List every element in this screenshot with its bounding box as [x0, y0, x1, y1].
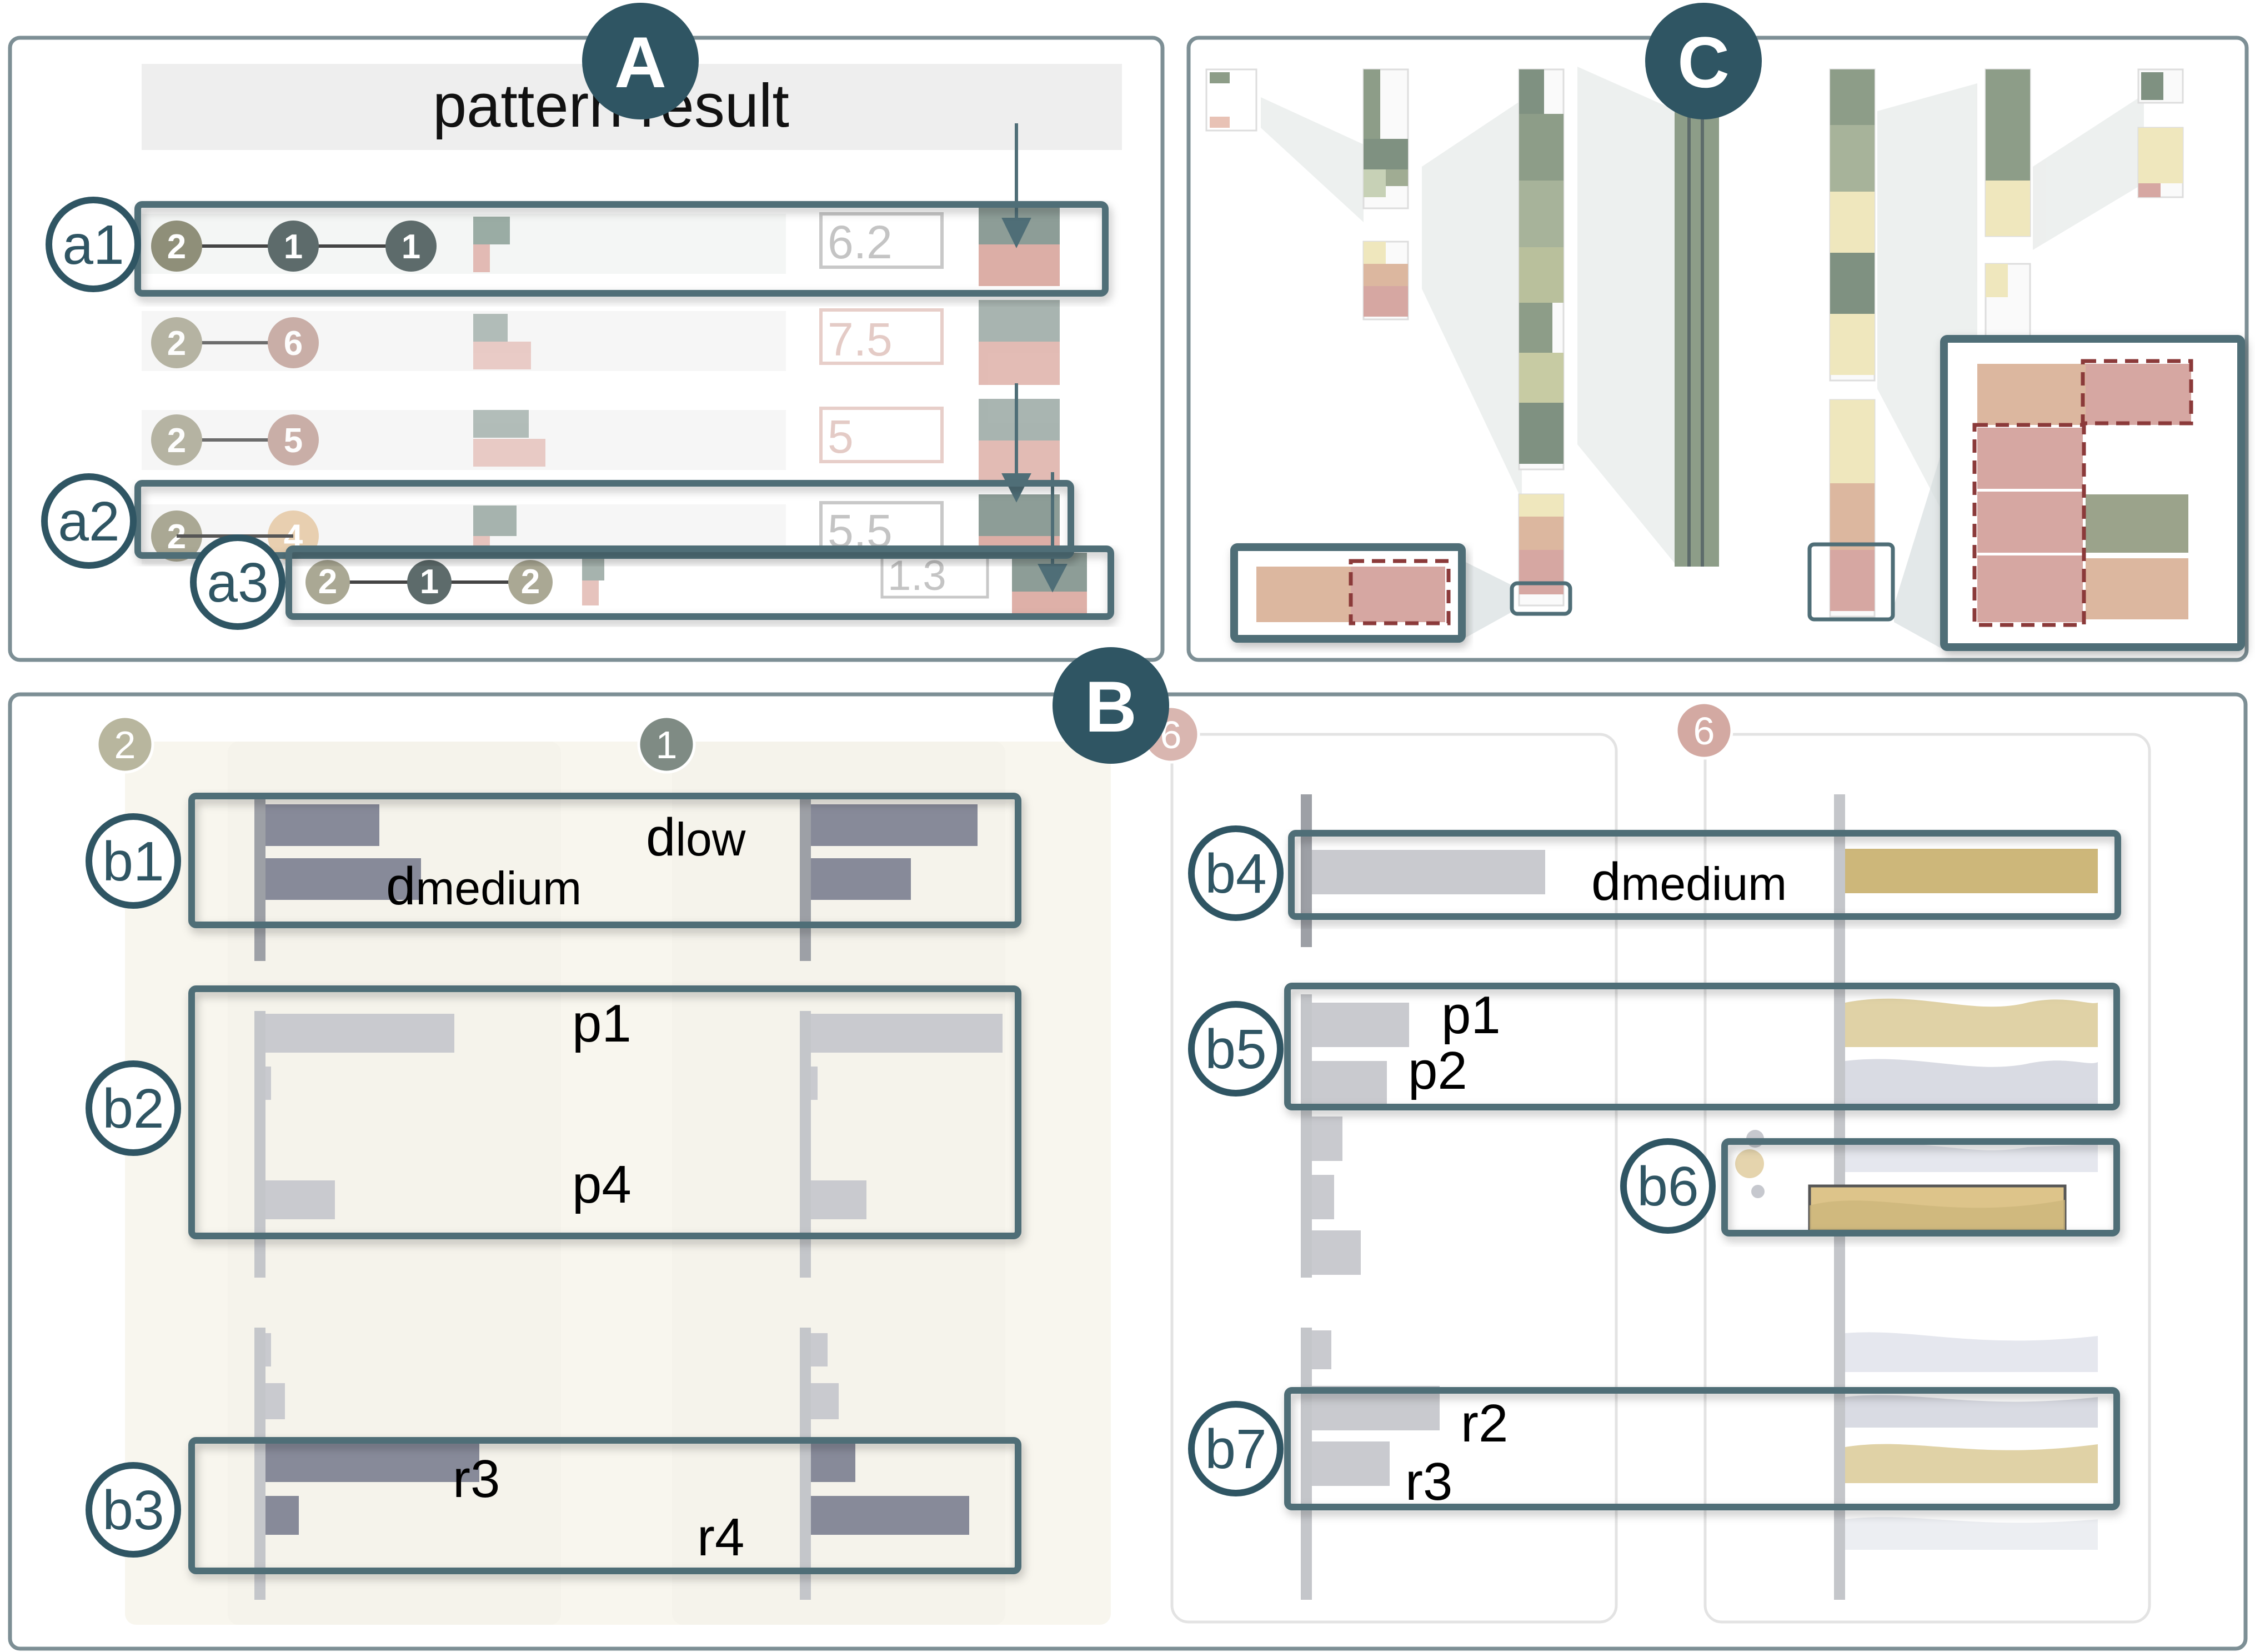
node-label: 1 — [402, 228, 420, 266]
score-box — [819, 212, 944, 269]
node-1 — [407, 560, 452, 604]
svg-text:b1: b1 — [102, 830, 164, 893]
category-6-label: 6 — [1693, 709, 1715, 753]
highlight-b5 — [1284, 983, 2120, 1110]
label-p4: p4 — [572, 1155, 632, 1214]
label-d-medium-right: dmedium — [1591, 852, 1787, 912]
category-2-badge — [96, 715, 154, 774]
pattern-row-3[interactable]: 2 5 5 — [151, 399, 1060, 482]
callout-b2: b2 — [86, 1060, 181, 1156]
category-2-label: 2 — [114, 723, 136, 767]
badge-b: B — [1053, 647, 1169, 764]
node-label: 1 — [420, 563, 439, 601]
node-5 — [268, 414, 319, 465]
svg-text:b6: b6 — [1637, 1155, 1698, 1218]
score-box — [819, 407, 944, 463]
svg-text:a3: a3 — [207, 552, 268, 614]
category-1-badge — [637, 715, 696, 774]
zoom-inset-left — [1230, 543, 1466, 643]
node-label: 1 — [284, 228, 303, 266]
score-value: 6.2 — [828, 216, 893, 268]
node-2 — [151, 221, 202, 272]
highlight-b7 — [1284, 1387, 2120, 1510]
highlight-b3 — [188, 1437, 1021, 1574]
node-label: 6 — [284, 324, 303, 363]
svg-text:b7: b7 — [1205, 1418, 1266, 1480]
node-label: 5 — [284, 422, 303, 460]
svg-text:b4: b4 — [1205, 843, 1266, 905]
label-r3: r3 — [453, 1449, 500, 1509]
highlight-a2 — [134, 480, 1074, 559]
highlight-b6 — [1721, 1138, 2120, 1237]
badge-c: C — [1645, 3, 1762, 119]
callout-b3: b3 — [86, 1462, 181, 1558]
zoom-inset-right — [1940, 335, 2245, 651]
svg-text:a1: a1 — [62, 214, 124, 276]
category-1-label: 1 — [656, 723, 678, 767]
node-2 — [508, 560, 553, 604]
label-r4: r4 — [697, 1508, 744, 1567]
node-2 — [151, 414, 202, 465]
node-label: 2 — [167, 228, 186, 266]
category-6-badge — [1675, 701, 1733, 760]
svg-text:B: B — [1085, 666, 1137, 747]
node-label: 2 — [167, 324, 186, 363]
callout-b7: b7 — [1188, 1401, 1284, 1496]
panel-c — [1186, 36, 2249, 662]
callout-a2: a2 — [41, 473, 137, 569]
svg-text:a2: a2 — [58, 490, 119, 553]
matrix-column-5 — [1829, 68, 1876, 618]
pattern-row-2[interactable]: 2 6 7.5 — [151, 300, 1060, 385]
highlight-b2 — [188, 985, 1021, 1239]
badge-a: A — [582, 3, 699, 119]
highlight-a3 — [285, 545, 1114, 620]
callout-a1: a1 — [46, 197, 141, 292]
label-p2-right: p2 — [1408, 1041, 1467, 1100]
panel-b: 2 1 dlow dme — [8, 692, 2248, 1651]
matrix-column-3 — [1518, 68, 1565, 607]
matrix-column-6 — [1985, 68, 2031, 354]
score-value: 1.3 — [888, 552, 946, 599]
svg-text:C: C — [1677, 22, 1730, 103]
callout-a3: a3 — [190, 534, 285, 630]
label-p1: p1 — [572, 994, 632, 1053]
svg-text:b2: b2 — [102, 1078, 164, 1140]
highlight-b4 — [1288, 830, 2121, 920]
svg-text:b3: b3 — [102, 1479, 164, 1541]
svg-text:A: A — [614, 22, 667, 103]
label-r3-right: r3 — [1405, 1452, 1452, 1511]
callout-b6: b6 — [1620, 1138, 1716, 1234]
callout-b5: b5 — [1188, 1001, 1284, 1097]
central-column — [1675, 111, 1719, 567]
callout-b1: b1 — [86, 813, 181, 909]
pattern-row-5[interactable]: 2 1 2 1.3 — [289, 550, 1111, 615]
node-2 — [305, 560, 350, 604]
node-label: 2 — [167, 422, 186, 460]
score-box — [819, 308, 944, 365]
callout-b4: b4 — [1188, 825, 1284, 921]
highlight-b1 — [188, 793, 1021, 928]
label-d-medium: dmedium — [386, 857, 582, 916]
node-1 — [385, 221, 437, 272]
label-r2-right: r2 — [1461, 1394, 1508, 1453]
panel-a: pattern result 2 1 1 6.2 2 — [8, 36, 1165, 662]
node-label: 2 — [318, 563, 337, 601]
node-label: 2 — [521, 563, 540, 601]
svg-text:b5: b5 — [1205, 1018, 1266, 1080]
label-d-low: dlow — [646, 808, 746, 867]
node-6 — [268, 317, 319, 368]
label-p1-right: p1 — [1441, 985, 1501, 1045]
matrix-column-2 — [1362, 68, 1409, 321]
score-value: 7.5 — [828, 313, 893, 366]
score-value: 5 — [828, 411, 854, 463]
node-1 — [268, 221, 319, 272]
node-2 — [151, 317, 202, 368]
